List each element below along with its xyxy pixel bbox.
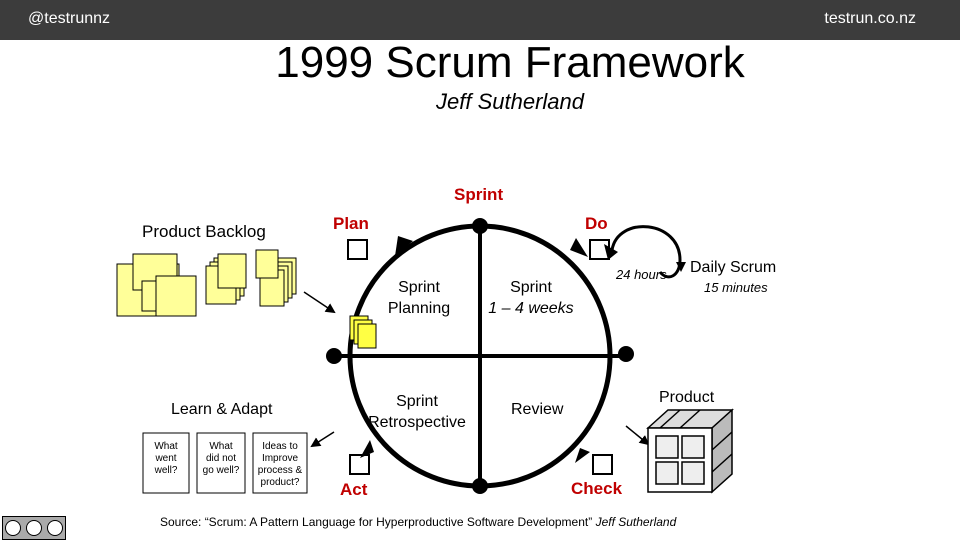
plan-label: Plan [333,214,369,233]
daily-scrum-label: Daily Scrum [690,259,777,276]
daily-scrum-loop-arrow [604,244,618,260]
cc-icon [5,520,22,536]
plan-box [347,239,368,260]
cycle-arrow-top-right [570,238,588,257]
twitter-handle: @testrunnz [28,10,111,27]
retro-q1-line-3: well? [154,465,178,476]
act-label: Act [340,480,368,499]
product-backlog-label: Product Backlog [142,222,266,241]
retro-q2-line-1: What [209,441,233,452]
do-label: Do [585,214,608,233]
retro-question-1: What went well? [143,441,189,477]
daily-scrum-loop [610,225,682,279]
website: testrun.co.nz [824,10,916,27]
sprint-retrospective-label: Sprint Retrospective [358,391,476,433]
node-top [472,218,488,234]
act-box [349,454,370,475]
sprint-planning-line-2: Planning [387,300,451,317]
retro-q1-line-2: went [155,453,177,464]
creative-commons-badge [2,516,66,540]
backlog-notes-small [255,249,297,307]
retro-q3-line-4: product? [260,477,300,488]
learn-adapt-label: Learn & Adapt [171,401,273,418]
header-bar: @testrunnz testrun.co.nz [0,0,960,40]
sprint-length-label: Sprint 1 – 4 weeks [480,277,582,319]
page-title: 1999 Scrum Framework [275,38,745,87]
product-label: Product [659,389,715,406]
backlog-arrow [303,291,336,314]
check-box [592,454,613,475]
daily-scrum-marker [676,262,686,272]
selected-notes [349,315,377,349]
sprint-label: Sprint [454,185,504,204]
check-label: Check [571,479,623,498]
cycle-arrow-bottom-left [360,440,374,458]
cycle-arrow-bottom-right [575,448,590,463]
attribution-icon [25,520,42,536]
retro-line-1: Sprint [396,393,438,410]
retro-question-3: Ideas to Improve process & product? [253,441,307,489]
product-cube [646,408,734,494]
share-alike-icon [46,520,63,536]
sprint-planning-line-1: Sprint [398,279,440,296]
review-label: Review [511,401,564,418]
backlog-notes-large [116,253,197,317]
retro-question-2: What did not go well? [197,441,245,477]
hours-label: 24 hours [616,267,667,282]
retro-q1-line-1: What [154,441,178,452]
retro-q3-line-3: process & [257,465,303,476]
sprint-planning-label: Sprint Planning [374,277,464,319]
retro-question-boxes [142,432,308,494]
to-learn-arrow [310,431,335,448]
minutes-label: 15 minutes [704,280,768,295]
retro-q3-line-2: Improve [261,453,299,464]
to-product-arrow [625,425,650,446]
node-right [618,346,634,362]
cycle-arrow-top-left [395,236,413,256]
source-text: Source: “Scrum: A Pattern Language for H… [160,515,596,529]
backlog-notes-medium [205,253,247,305]
source-citation: Source: “Scrum: A Pattern Language for H… [160,515,676,529]
page-subtitle: Jeff Sutherland [436,89,584,114]
node-bottom [472,478,488,494]
source-author: Jeff Sutherland [595,515,677,529]
retro-line-2: Retrospective [368,414,466,431]
retro-q2-line-3: go well? [202,465,240,476]
node-left [326,348,342,364]
retro-q2-line-2: did not [205,453,237,464]
sprint-length-line-2: 1 – 4 weeks [488,300,574,317]
sprint-length-line-1: Sprint [510,279,552,296]
retro-q3-line-1: Ideas to [262,441,298,452]
